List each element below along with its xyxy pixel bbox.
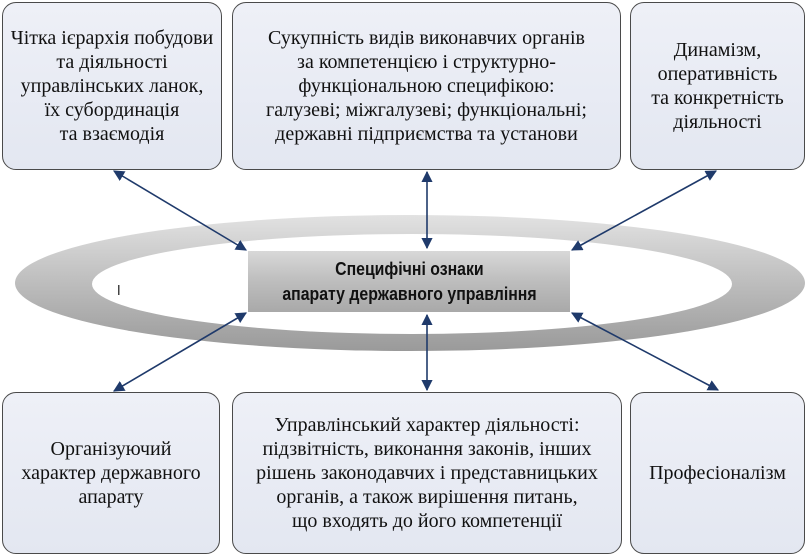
feature-managerial-character: Управлінський характер діяльності:підзві… (232, 392, 622, 554)
box-text-line: Організуючий (50, 438, 172, 460)
central-concept: Специфічні ознаки апарату державного упр… (248, 251, 570, 312)
center-line: апарату державного управління (281, 283, 537, 304)
box-text-line: підзвітність, виконання законів, інших (262, 438, 592, 460)
box-text-line: та взаємодія (59, 123, 165, 145)
box-text-line: органів, а також вирішення питань, (276, 486, 578, 508)
box-text-line: функціональною специфікою: (298, 75, 555, 97)
arrow-bottom-left (113, 312, 247, 392)
feature-professionalism: Професіоналізм (630, 392, 805, 554)
box-text-line: їх субординація (44, 99, 180, 121)
center-line: Специфічні ознаки (334, 258, 484, 279)
box-text-line: Управлінський характер діяльності: (274, 414, 580, 436)
box-text-line: та діяльності (56, 51, 168, 73)
box-text-line: за компетенцією і структурно- (297, 51, 556, 73)
arrow-top-right (571, 170, 717, 251)
box-text-line: управлінських ланок, (20, 75, 204, 97)
arrow-bottom-right (571, 312, 719, 391)
box-text-line: що входять до його компетенції (291, 510, 563, 532)
arrow-top-left (113, 170, 247, 251)
box-text-line: Сукупність видів виконавчих органів (268, 27, 585, 49)
box-text-line: державні підприємства та установи (275, 123, 578, 145)
box-text-line: Динамізм, (673, 39, 762, 61)
box-text-line: галузеві; міжгалузеві; функціональні; (266, 99, 587, 121)
box-text-line: та конкретність (651, 87, 784, 109)
box-text-line: оперативність (657, 63, 778, 85)
connector-arrows (113, 170, 719, 392)
box-text-line: Чітка ієрархія побудови (10, 27, 214, 49)
box-text-line: характер державного (21, 462, 201, 484)
box-text-line: Професіоналізм (649, 462, 786, 484)
box-text-line: діяльності (673, 111, 762, 133)
box-text-line: апарату (78, 486, 144, 508)
box-text-line: рішень законодавчих і представницьких (256, 462, 598, 484)
